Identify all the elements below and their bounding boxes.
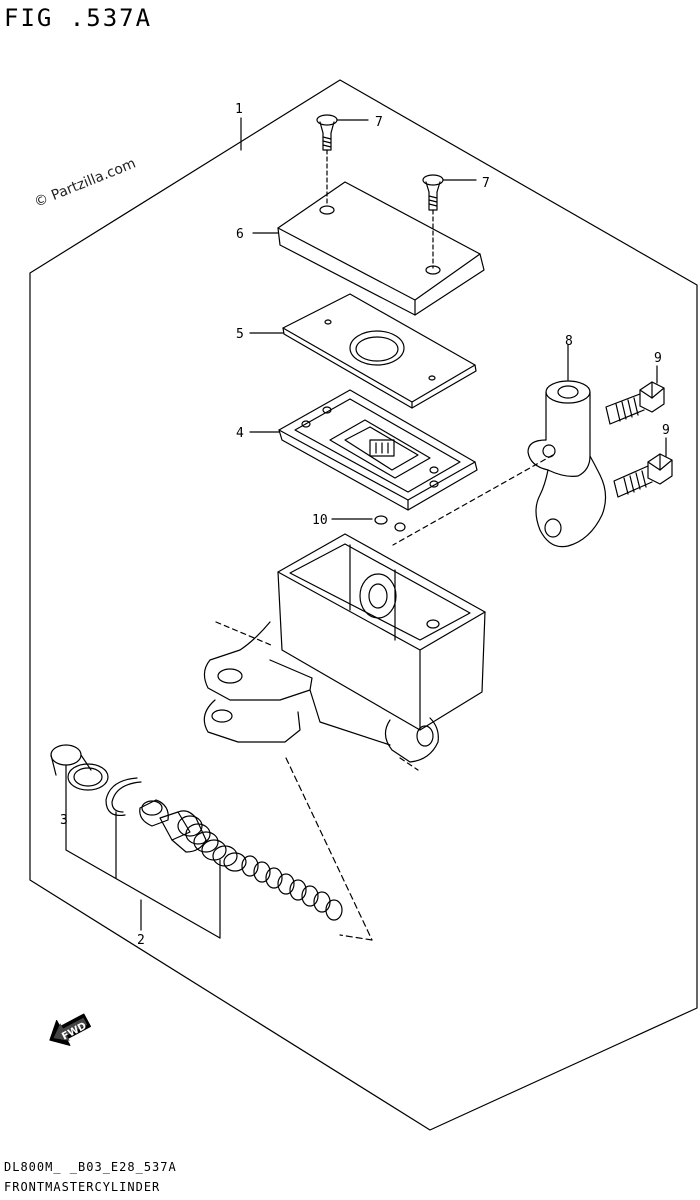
part-4-diaphragm <box>249 389 478 511</box>
part-8-clamp-holder <box>527 344 607 548</box>
callout-6: 6 <box>236 227 244 242</box>
callout-2: 2 <box>137 933 145 948</box>
part-10-o-ring <box>331 515 406 532</box>
part-6-reservoir-cap <box>252 181 485 316</box>
assembly-boundary <box>29 79 698 1131</box>
part-3-boot <box>50 744 109 791</box>
footer-title: FRONTMASTERCYLINDER <box>4 1180 161 1194</box>
callout-7b: 7 <box>482 176 490 191</box>
footer-code: DL800M_ _B03_E28_537A <box>4 1160 177 1174</box>
part-9-bolt-a <box>605 365 665 425</box>
callout-5: 5 <box>236 327 244 342</box>
part-7-screw-a <box>316 114 369 206</box>
return-spring <box>241 855 343 921</box>
callout-3: 3 <box>60 813 68 828</box>
master-cylinder-body <box>203 533 486 771</box>
callout-7a: 7 <box>375 115 383 130</box>
part-9-bolt-b <box>613 437 673 498</box>
part-7-screw-b <box>422 174 477 269</box>
callout-9a: 9 <box>654 351 662 366</box>
piston-assembly <box>139 799 247 872</box>
callout-8: 8 <box>565 334 573 349</box>
part-5-diaphragm-plate <box>249 293 477 409</box>
callout-10: 10 <box>312 513 328 528</box>
arrow-fwd-icon <box>49 1013 91 1046</box>
callout-9b: 9 <box>662 423 670 438</box>
snap-ring <box>105 777 142 817</box>
figure-title: FIG .537A <box>4 4 153 32</box>
callout-4: 4 <box>236 426 244 441</box>
callout-1: 1 <box>235 102 243 117</box>
